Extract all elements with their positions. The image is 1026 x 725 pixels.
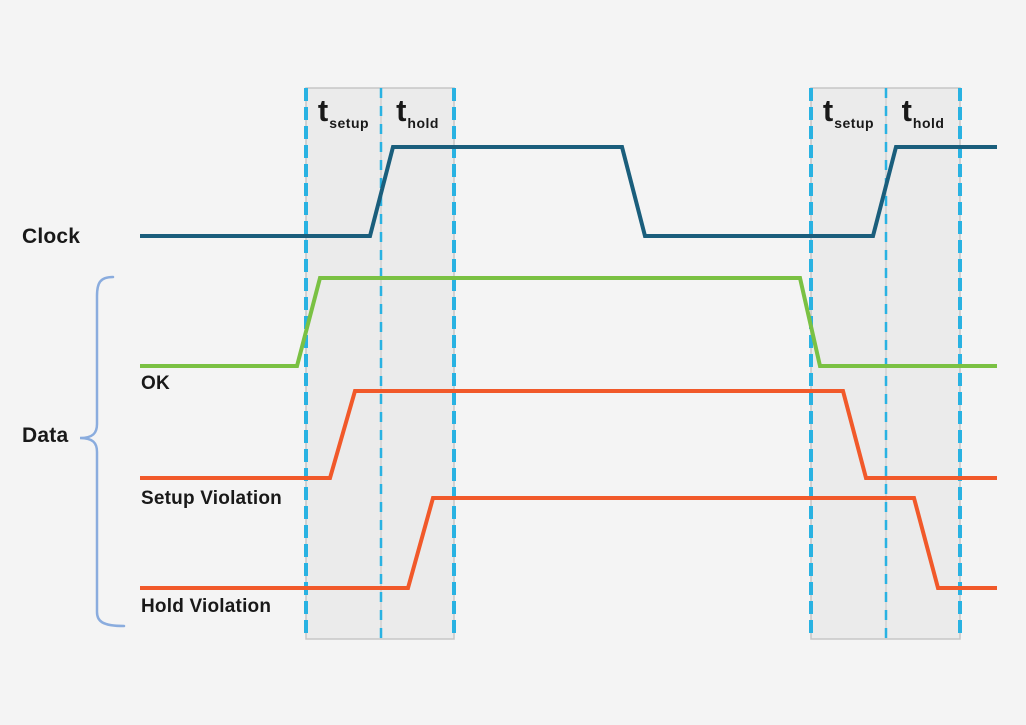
hold-violation-signal-label: Hold Violation (141, 596, 272, 617)
signal-trace-clock (140, 145, 997, 238)
signal-traces-layer (140, 145, 997, 590)
hold-subscript: hold (407, 115, 439, 131)
data-group-brace (79, 275, 126, 628)
t-symbol: t (317, 93, 329, 128)
setup-hold-windows-layer (304, 87, 962, 640)
setup-hold-window-2 (809, 87, 962, 640)
data-group-label: Data (22, 424, 69, 447)
signal-trace-data-setup-violation (140, 389, 997, 480)
t-symbol: t (396, 93, 407, 128)
clock-signal-label: Clock (22, 225, 81, 248)
setup-subscript: setup (834, 115, 875, 131)
setup-violation-signal-label: Setup Violation (141, 488, 282, 509)
t-symbol: t (901, 93, 912, 128)
hold-subscript: hold (912, 115, 945, 131)
signal-trace-data-hold-violation (140, 496, 997, 590)
signal-trace-data-ok (140, 276, 997, 368)
t-symbol: t (822, 93, 834, 128)
setup-subscript: setup (329, 115, 370, 131)
setup-hold-window-1 (304, 87, 456, 640)
ok-signal-label: OK (141, 373, 170, 394)
